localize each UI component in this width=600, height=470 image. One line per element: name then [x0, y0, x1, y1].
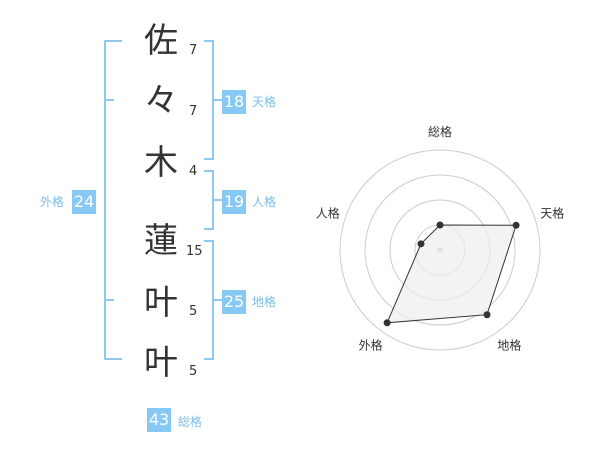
radar-axis-label-4: 外格	[359, 337, 383, 352]
name-char-1: 佐	[144, 21, 178, 61]
soukaku-label: 総格	[178, 415, 203, 429]
name-char-4: 蓮	[144, 221, 178, 261]
tenkaku-bracket-bottom	[204, 158, 214, 160]
bracket-tick	[104, 99, 114, 101]
jinkaku-badge: 19	[222, 190, 246, 214]
chikaku-badge: 25	[222, 290, 246, 314]
name-char-3: 木	[144, 143, 178, 183]
gaikaku-badge: 24	[72, 190, 96, 214]
chikaku-bracket-bottom	[204, 358, 214, 360]
radar-point-2	[512, 221, 520, 229]
tenkaku-badge: 18	[222, 90, 246, 114]
radar-point-4	[383, 319, 391, 327]
radar-data-area	[386, 224, 517, 324]
gaikaku-label: 外格	[40, 195, 65, 209]
radar-axis-label-3: 地格	[497, 337, 521, 352]
jinkaku-bracket-mid	[212, 199, 222, 201]
name-char-6: 叶	[144, 343, 178, 383]
stroke-count-4: 15	[186, 244, 203, 259]
radar-point-3	[483, 311, 491, 319]
tenkaku-label: 天格	[252, 95, 277, 109]
stroke-count-5: 5	[189, 304, 198, 319]
soukaku-badge: 43	[147, 408, 171, 432]
stroke-count-6: 5	[189, 364, 198, 379]
jinkaku-label: 人格	[252, 195, 277, 209]
chikaku-label: 地格	[252, 295, 277, 309]
stroke-count-3: 4	[189, 164, 198, 179]
gaikaku-bracket-line	[104, 40, 106, 360]
jinkaku-bracket-bottom	[204, 228, 214, 230]
chikaku-bracket-mid	[212, 299, 222, 301]
name-char-5: 叶	[144, 283, 178, 323]
bracket-tick	[104, 299, 114, 301]
chikaku-bracket-top	[204, 240, 214, 242]
stroke-count-2: 7	[189, 104, 198, 119]
radar-point-1	[436, 221, 444, 229]
name-char-2: 々	[144, 81, 178, 121]
radar-axis-label-2: 天格	[540, 206, 564, 221]
radar-axis-label-1: 総格	[428, 124, 452, 139]
radar-point-5	[417, 240, 425, 248]
gaikaku-bracket-top	[104, 40, 122, 42]
tenkaku-bracket-top	[204, 40, 214, 42]
radar-axis-label-5: 人格	[316, 206, 340, 221]
radar-grid-ring	[339, 149, 541, 351]
tenkaku-bracket-mid	[212, 99, 222, 101]
gaikaku-bracket-bottom	[104, 358, 122, 360]
stroke-count-1: 7	[189, 43, 198, 58]
jinkaku-bracket-top	[204, 170, 214, 172]
radar-grid-ring	[364, 174, 516, 326]
